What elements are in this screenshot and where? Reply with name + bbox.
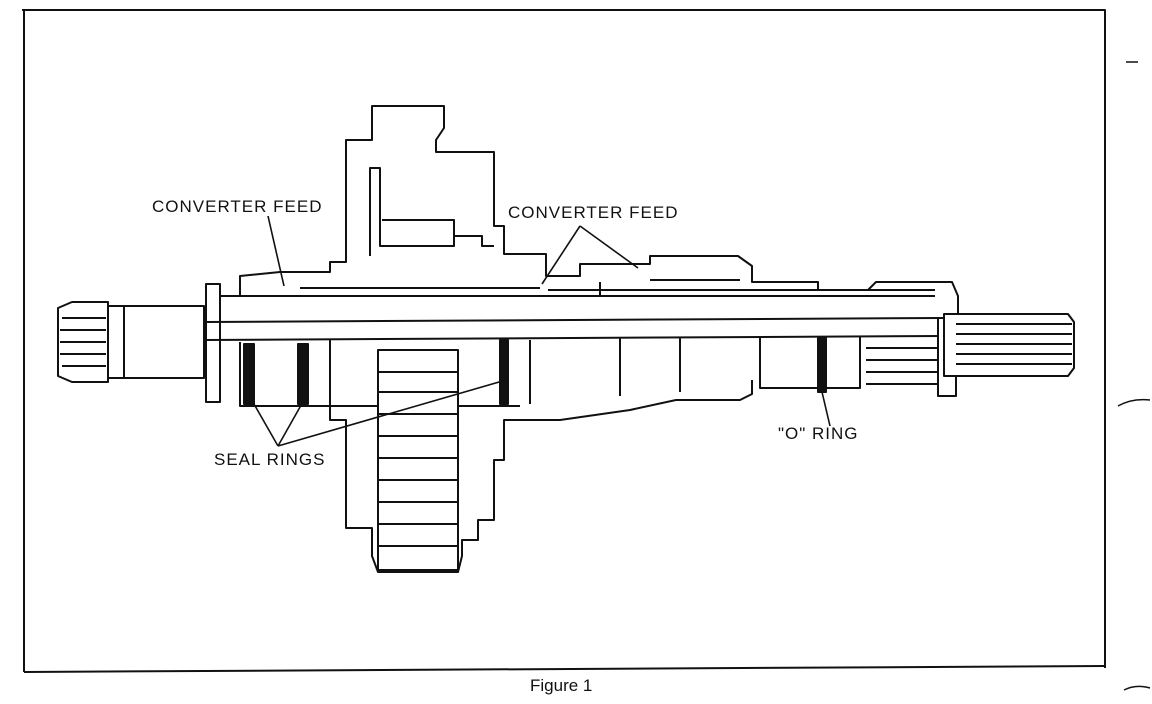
leader-lines (253, 215, 831, 447)
figure-caption: Figure 1 (530, 676, 593, 695)
seal-rings-group (243, 339, 509, 405)
label-converter-feed-left: CONVERTER FEED (152, 197, 323, 216)
main-shaft (205, 295, 943, 341)
o-ring-mark (817, 337, 827, 393)
label-converter-feed-right: CONVERTER FEED (508, 203, 679, 222)
label-o-ring: "O" RING (778, 424, 859, 443)
upper-housing (239, 105, 959, 318)
lower-housing (239, 336, 861, 573)
left-spline-stub (57, 283, 221, 403)
gear-teeth (377, 349, 459, 571)
label-seal-rings: SEAL RINGS (214, 450, 326, 469)
figure-frame (22, 9, 1106, 668)
right-spline-end (866, 313, 1075, 397)
